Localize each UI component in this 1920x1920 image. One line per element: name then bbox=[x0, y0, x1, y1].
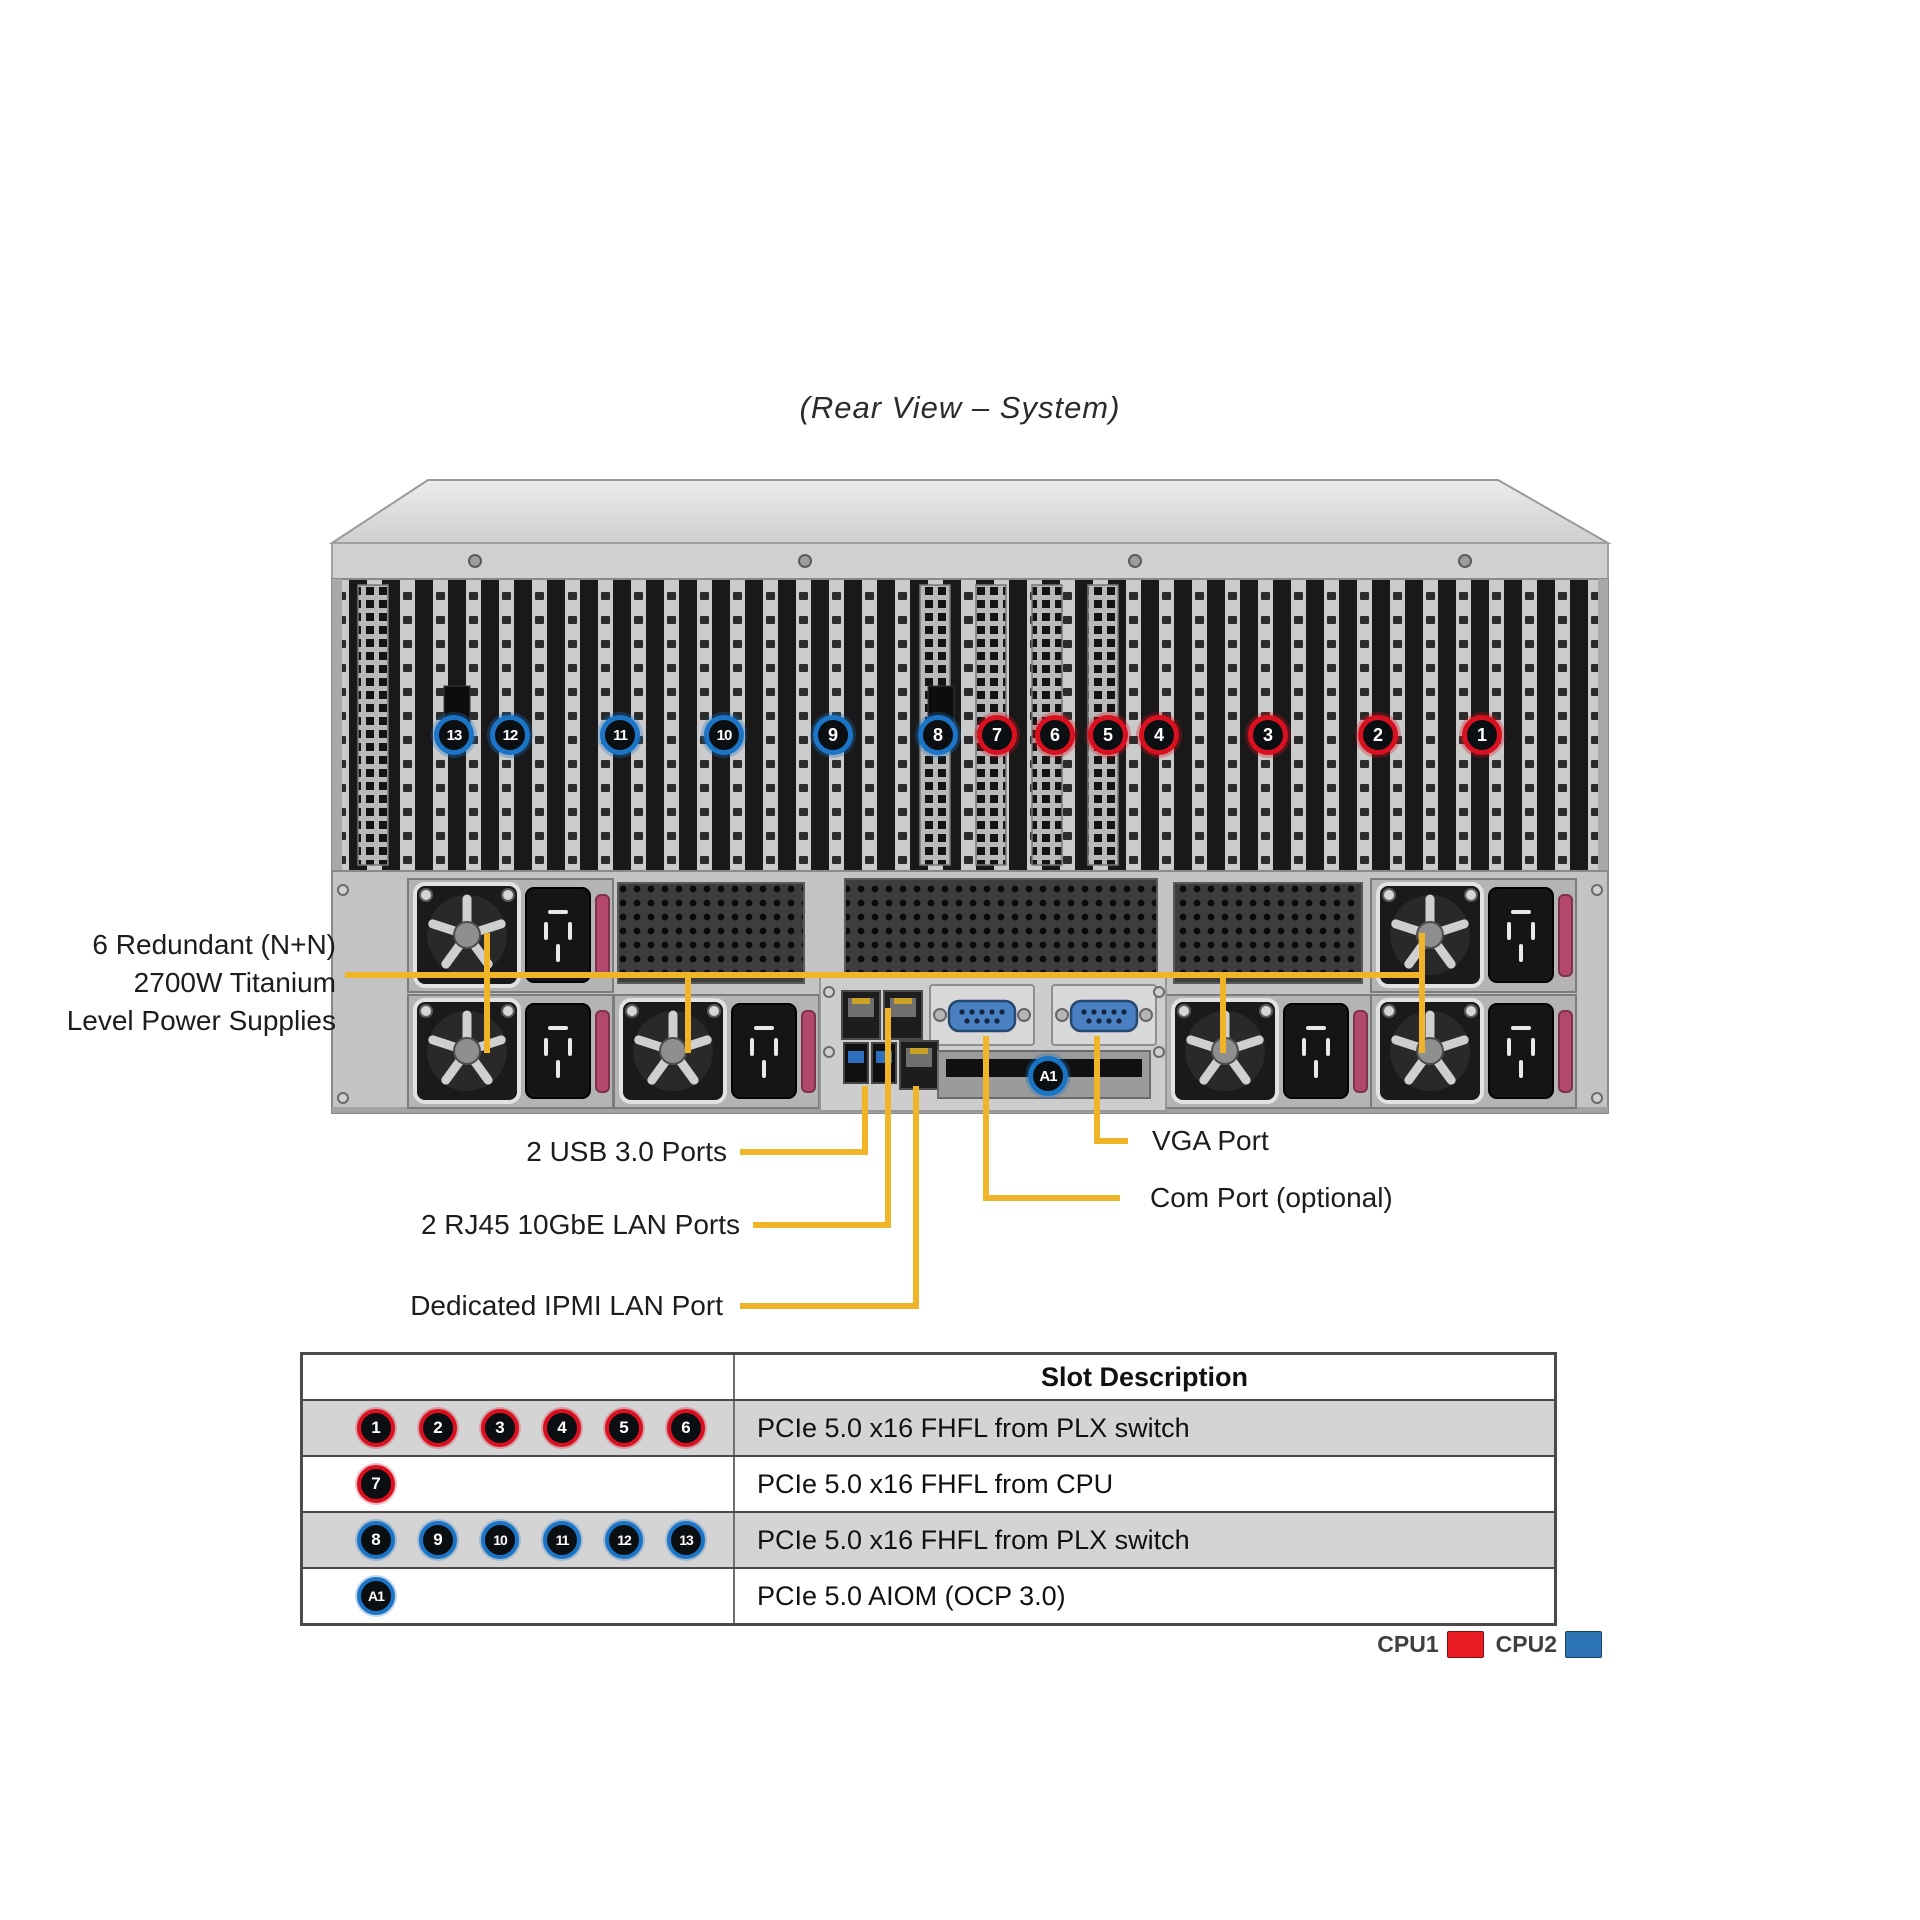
table-row-2-slots-cell: 7 bbox=[303, 1457, 735, 1511]
table-row-4-description-cell: PCIe 5.0 AIOM (OCP 3.0) bbox=[757, 1580, 1066, 1611]
slot-badge-7: 7 bbox=[357, 1465, 395, 1503]
chassis-top-lid bbox=[328, 479, 1612, 544]
psu-callout-line1: 6 Redundant (N+N) bbox=[92, 929, 336, 960]
com-port bbox=[947, 999, 1017, 1033]
usb-port-1 bbox=[843, 1042, 869, 1084]
slot-badge-a1: A1 bbox=[1028, 1056, 1068, 1096]
usb-port-2 bbox=[871, 1042, 897, 1084]
slot-badge-2: 2 bbox=[419, 1409, 457, 1447]
legend-label-cpu2: CPU2 bbox=[1495, 1631, 1557, 1657]
ipmi-callout-label: Dedicated IPMI LAN Port bbox=[410, 1290, 723, 1321]
legend-item-cpu1: CPU1 bbox=[1377, 1631, 1484, 1658]
slot-badge-9: 9 bbox=[419, 1521, 457, 1559]
slot-badge-9: 9 bbox=[813, 715, 853, 755]
legend-item-cpu2: CPU2 bbox=[1496, 1631, 1602, 1658]
slot-badge-3: 3 bbox=[1248, 715, 1288, 755]
com-callout-label: Com Port (optional) bbox=[1150, 1182, 1393, 1213]
slot-badge-8: 8 bbox=[357, 1521, 395, 1559]
table-header-slot-cell bbox=[303, 1355, 735, 1399]
legend-swatch-cpu2 bbox=[1565, 1631, 1602, 1658]
table-header-description-cell: Slot Description bbox=[1040, 1361, 1249, 1392]
ipmi-leader bbox=[740, 1086, 919, 1309]
slot-badge-8: 8 bbox=[918, 715, 958, 755]
slot-badge-13: 13 bbox=[667, 1521, 705, 1559]
vent-blank-left bbox=[617, 882, 805, 984]
vga-callout-label: VGA Port bbox=[1152, 1125, 1269, 1156]
slot-badge-2: 2 bbox=[1358, 715, 1398, 755]
slot-badge-5: 5 bbox=[1088, 715, 1128, 755]
table-row-4-slots-cell: A1 bbox=[303, 1569, 735, 1623]
slot-badge-6: 6 bbox=[1035, 715, 1075, 755]
com-leader bbox=[983, 1036, 1120, 1201]
slot-badge-12: 12 bbox=[490, 715, 530, 755]
vga-port bbox=[1069, 999, 1139, 1033]
slot-badge-11: 11 bbox=[543, 1521, 581, 1559]
slot-badge-a1: A1 bbox=[357, 1577, 395, 1615]
table-row-2-description-cell: PCIe 5.0 x16 FHFL from CPU bbox=[757, 1468, 1114, 1499]
table-row-4: A1 PCIe 5.0 AIOM (OCP 3.0) bbox=[303, 1567, 1554, 1623]
slot-badge-4: 4 bbox=[1139, 715, 1179, 755]
vent-center-top bbox=[844, 878, 1158, 977]
vga-leader bbox=[1094, 1036, 1128, 1144]
legend-swatch-cpu1 bbox=[1446, 1631, 1484, 1658]
chassis-screw-band bbox=[331, 542, 1609, 580]
slot-badge-10: 10 bbox=[481, 1521, 519, 1559]
slot-badge-7: 7 bbox=[977, 715, 1017, 755]
slot-badge-11: 11 bbox=[600, 715, 640, 755]
usb-callout-label: 2 USB 3.0 Ports bbox=[526, 1136, 727, 1167]
usb-leader bbox=[740, 1086, 868, 1155]
psu-callout-label: 6 Redundant (N+N) 2700W Titanium Level P… bbox=[67, 926, 336, 1040]
legend-label-cpu1: CPU1 bbox=[1377, 1631, 1439, 1657]
table-row-3-description-cell: PCIe 5.0 x16 FHFL from PLX switch bbox=[757, 1524, 1190, 1555]
leader-lines bbox=[345, 933, 1425, 1309]
vent-blank-right bbox=[1173, 882, 1363, 984]
lan-leader bbox=[753, 1008, 891, 1228]
psu-callout-line2: 2700W Titanium bbox=[133, 967, 336, 998]
table-header-row: Slot Description bbox=[303, 1355, 1554, 1399]
slot-badge-13: 13 bbox=[434, 715, 474, 755]
slot-badge-1: 1 bbox=[357, 1409, 395, 1447]
lan-port-1 bbox=[841, 990, 881, 1040]
ipmi-lan-port bbox=[899, 1040, 939, 1090]
slot-badge-10: 10 bbox=[704, 715, 744, 755]
slot-badge-3: 3 bbox=[481, 1409, 519, 1447]
slot-badge-1: 1 bbox=[1462, 715, 1502, 755]
slot-badge-5: 5 bbox=[605, 1409, 643, 1447]
psu-callout-line3: Level Power Supplies bbox=[66, 1005, 336, 1036]
lan-callout-label: 2 RJ45 10GbE LAN Ports bbox=[420, 1209, 740, 1240]
slot-badge-12: 12 bbox=[605, 1521, 643, 1559]
slot-badge-6: 6 bbox=[667, 1409, 705, 1447]
table-row-1-description-cell: PCIe 5.0 x16 FHFL from PLX switch bbox=[757, 1412, 1190, 1443]
table-row-2: 7 PCIe 5.0 x16 FHFL from CPU bbox=[303, 1455, 1554, 1511]
server-chassis bbox=[328, 479, 1612, 1114]
figure-title: (Rear View – System) bbox=[799, 390, 1121, 425]
slot-badge-4: 4 bbox=[543, 1409, 581, 1447]
cpu-legend: CPU1 CPU2 bbox=[1377, 1631, 1602, 1658]
io-panel bbox=[819, 976, 1167, 1112]
